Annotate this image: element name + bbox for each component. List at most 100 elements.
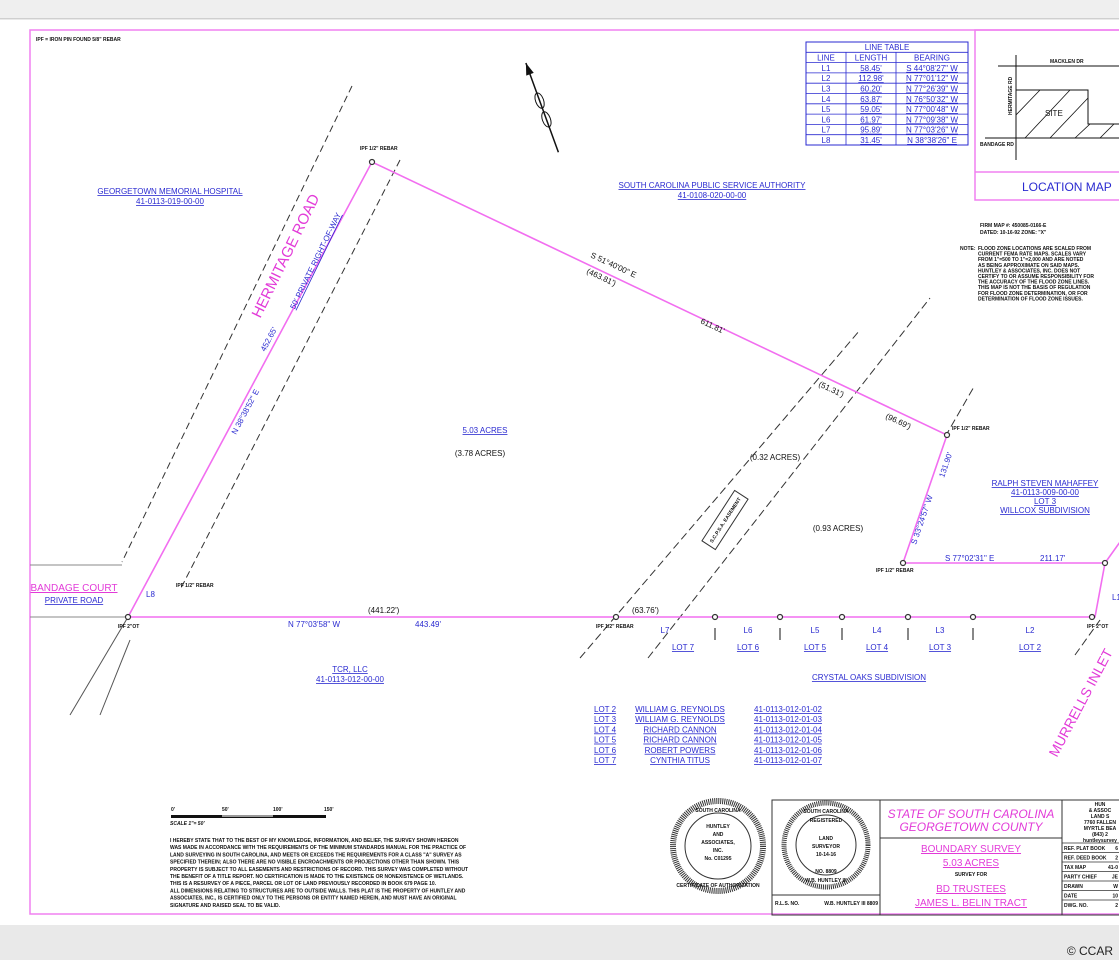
flood-note-line: THE ACCURACY OF THE FLOOD ZONE LINES. xyxy=(978,280,1090,286)
field-label: DWG. NO. xyxy=(1064,903,1088,909)
lot-owner-name: WILLIAM G. REYNOLDS xyxy=(635,705,725,714)
north-arrow-icon xyxy=(525,62,560,153)
line-table-cell: 112.98' xyxy=(858,74,884,83)
seal-text: SOUTH CAROLINA xyxy=(803,809,849,815)
certification-line: PROPERTY IS SUBJECT TO ALL EASEMENTS AND… xyxy=(170,867,468,873)
lot-label: LOT 7 xyxy=(672,643,695,652)
company-info-line: huntleysurvey xyxy=(1083,838,1117,844)
area-label: (3.78 ACRES) xyxy=(455,449,506,458)
line-table-cell: N 77°09'38" W xyxy=(906,115,958,124)
title-survey: BOUNDARY SURVEY xyxy=(921,844,1021,855)
lot-owner-name: CYNTHIA TITUS xyxy=(650,756,710,765)
lot-owner-lot: LOT 6 xyxy=(594,746,617,755)
company-info-line: 7760 FALLEN xyxy=(1084,820,1116,826)
parcel-subdivision: WILLCOX SUBDIVISION xyxy=(1000,506,1090,515)
sheet-border xyxy=(29,29,1119,915)
line-table-cell: S 44°08'27" W xyxy=(906,64,958,73)
seal-text: HUNTLEY xyxy=(706,824,730,830)
field-value: 41-0 xyxy=(1108,865,1118,871)
field-value: JE xyxy=(1112,875,1119,881)
seal-text: REGISTERED xyxy=(810,818,843,824)
line-table-cell: L1 xyxy=(822,64,831,73)
line-table-cell: L4 xyxy=(822,95,831,104)
seal-text: LAND xyxy=(819,836,833,842)
company-info-line: (843) 2 xyxy=(1092,832,1108,838)
lot-label: LOT 3 xyxy=(929,643,952,652)
line-table-cell: L8 xyxy=(822,136,831,145)
dimension: (441.22') xyxy=(368,606,400,615)
title-tract: JAMES L. BELIN TRACT xyxy=(915,898,1027,909)
line-table-cell: 63.87' xyxy=(860,95,882,104)
seal-text: W.B. HUNTLEY III xyxy=(805,878,847,884)
property-boundary xyxy=(127,160,1106,618)
flood-note-line: HUNTLEY & ASSOCIATES, INC. DOES NOT xyxy=(978,268,1080,274)
lot-owner-lot: LOT 5 xyxy=(594,736,617,745)
road-label: BANDAGE RD xyxy=(980,142,1014,148)
line-label: L8 xyxy=(146,590,155,599)
certification-line: LAND SURVEYING IN SOUTH CAROLINA, AND ME… xyxy=(170,852,462,858)
field-label: TAX MAP xyxy=(1064,865,1087,871)
lot-owner-parcel-id: 41-0113-012-01-04 xyxy=(754,725,822,734)
road-label: HERMITAGE RD xyxy=(1008,76,1014,115)
field-value: 10 xyxy=(1112,894,1118,900)
dimension: (63.76') xyxy=(632,606,659,615)
flood-note-line: FROM 1"=500 TO 1"=2,000 AND ARE NOTED xyxy=(978,257,1084,263)
seal-text: NO. 8809 xyxy=(815,869,837,875)
lot-owner-parcel-id: 41-0113-012-01-05 xyxy=(754,736,822,745)
line-table-cell: N 76°50'32" W xyxy=(906,95,958,104)
pin-label: IPF 1/2" REBAR xyxy=(596,624,634,630)
area-label: (0.32 ACRES) xyxy=(750,453,801,462)
lot-owner-parcel-id: 41-0113-012-01-03 xyxy=(754,715,822,724)
parcel-lot: LOT 3 xyxy=(1034,497,1057,506)
survey-plat-sheet: IPF = IRON PIN FOUND 5/8" REBAR S.C.P.S.… xyxy=(0,20,1119,925)
lot-owner-name: WILLIAM G. REYNOLDS xyxy=(635,715,725,724)
seal-text: SOUTH CAROLINA xyxy=(695,808,741,814)
lot-owner-parcel-id: 41-0113-012-01-06 xyxy=(754,746,822,755)
surveyor-seal: SOUTH CAROLINA REGISTERED NO. 8809 W.B. … xyxy=(775,800,878,907)
road-lines xyxy=(30,85,1101,716)
murrells-inlet-label: MURRELLS INLET xyxy=(1045,646,1116,760)
lot-owner-name: RICHARD CANNON xyxy=(643,725,717,734)
lot-label: LOT 6 xyxy=(737,643,760,652)
field-label: DRAWN xyxy=(1064,884,1083,890)
dimension: (463.81') xyxy=(585,267,617,289)
flood-note: FLOOD ZONE LOCATIONS ARE SCALED FROMCURR… xyxy=(978,246,1094,302)
line-table-cell: N 38°38'26" E xyxy=(907,136,957,145)
line-table-cell: 95.89' xyxy=(860,126,882,135)
field-label: DATE xyxy=(1064,894,1078,900)
title-acres: 5.03 ACRES xyxy=(943,858,999,869)
seal-text: CERTIFICATE OF AUTHORIZATION xyxy=(676,883,760,889)
line-label: L1 xyxy=(1112,593,1119,602)
flood-note-line: AS BEING APPROXIMATE ON SAID MAPS. xyxy=(978,263,1080,269)
field-value: 6 xyxy=(1115,846,1118,852)
line-table-header: BEARING xyxy=(914,54,950,63)
easement-box: S.C.P.S.A. EASEMENT xyxy=(701,489,749,551)
line-table-cell: L6 xyxy=(822,115,831,124)
certification-line: THE BENEFIT OF A TITLE REPORT. NO CERTIF… xyxy=(170,874,464,880)
lot-owner-lot: LOT 3 xyxy=(594,715,617,724)
lot-label: LOT 2 xyxy=(1019,643,1042,652)
plat-drawing: IPF = IRON PIN FOUND 5/8" REBAR S.C.P.S.… xyxy=(29,29,1119,916)
dimension: (96.69') xyxy=(884,412,912,432)
field-value: W xyxy=(1113,884,1118,890)
scale-bar: SCALE 1"= 50' 0'50'100'150' xyxy=(170,807,334,827)
parcel-id: 41-0113-009-00-00 xyxy=(1011,488,1079,497)
certification-statement: I HEREBY STATE THAT TO THE BEST OF MY KN… xyxy=(170,838,468,909)
company-info-line: HUN xyxy=(1095,802,1106,808)
title-block xyxy=(771,799,1119,916)
line-label: L3 xyxy=(936,626,945,635)
area-label: (0.93 ACRES) xyxy=(813,524,864,533)
viewer-toolbar xyxy=(0,0,1119,19)
company-seal: SOUTH CAROLINA CERTIFICATE OF AUTHORIZAT… xyxy=(670,798,766,894)
title-state: STATE OF SOUTH CAROLINA xyxy=(888,807,1055,821)
line-table-cell: 58.45' xyxy=(860,64,882,73)
dimension: 443.49' xyxy=(415,620,441,629)
field-label: PARTY CHIEF xyxy=(1064,875,1097,881)
lot-owner-name: RICHARD CANNON xyxy=(643,736,717,745)
line-table-cell: 61.97' xyxy=(860,115,882,124)
certification-line: SPECIFIED THEREIN; ALSO THERE ARE NO VIS… xyxy=(170,860,460,866)
